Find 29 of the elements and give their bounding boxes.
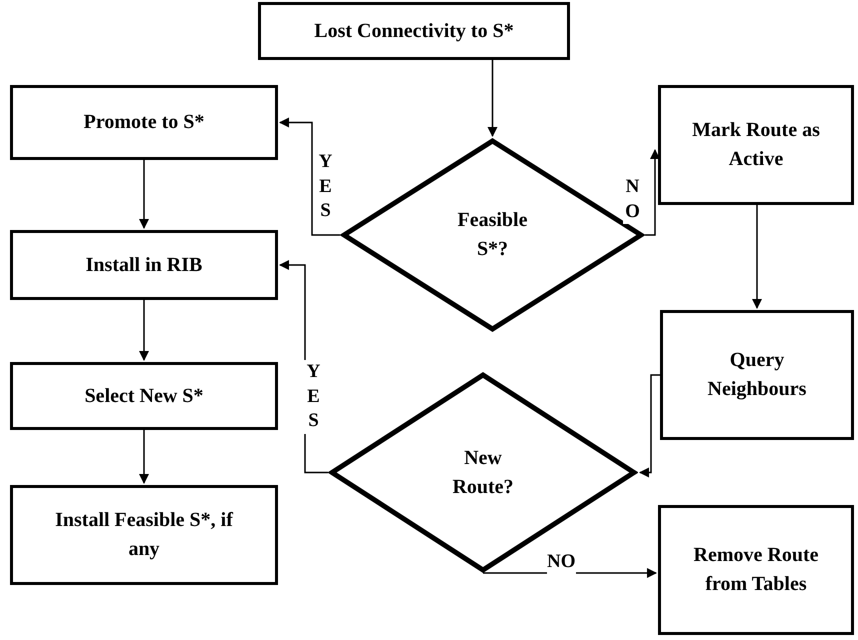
arrow	[639, 374, 660, 478]
arrow	[752, 205, 762, 309]
arrow	[645, 149, 660, 236]
node-label: Install Feasible S*, if any	[54, 508, 234, 562]
edge-label: YES	[304, 360, 323, 434]
node-label: Promote to S*	[84, 110, 204, 135]
process-box	[10, 362, 278, 430]
node-label: Remove Route from Tables	[692, 543, 820, 597]
process-box	[10, 485, 278, 585]
decision-diamond	[328, 372, 638, 573]
node-label: Feasible S*?	[456, 208, 528, 262]
arrow	[139, 160, 149, 229]
process-box	[258, 2, 570, 60]
arrow	[488, 60, 498, 137]
node-label: Query Neighbours	[706, 348, 808, 402]
process-box	[658, 85, 854, 205]
process-box	[10, 230, 278, 300]
node-label: Mark Route as Active	[691, 118, 821, 172]
arrow	[279, 118, 340, 236]
process-box	[660, 310, 854, 440]
arrow	[139, 430, 149, 484]
process-box	[10, 85, 278, 160]
process-box	[658, 505, 854, 635]
arrow	[139, 300, 149, 361]
node-label: Select New S*	[84, 384, 204, 408]
node-label: Lost Connectivity to S*	[314, 18, 514, 44]
node-label: Install in RIB	[86, 252, 202, 278]
node-label: New Route?	[451, 446, 515, 500]
decision-diamond	[340, 138, 645, 332]
